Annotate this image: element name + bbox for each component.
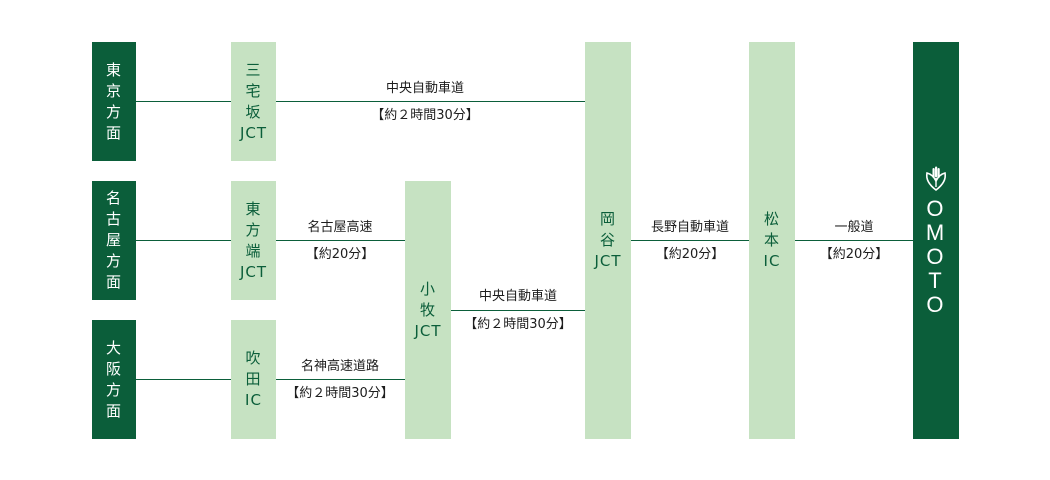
origin-tokyo-label: 東 京 方 面 <box>105 60 122 142</box>
origin-osaka: 大 阪 方 面 <box>92 320 136 439</box>
origin-tokyo: 東 京 方 面 <box>92 42 136 161</box>
route-road-osaka-komaki: 名神高速道路 <box>300 359 380 374</box>
route-road-matsumoto-omoto: 一般道 <box>834 220 874 235</box>
route-road-okaya-matsumoto: 長野自動車道 <box>650 220 730 235</box>
route-time-komaki-okaya: 【約２時間30分】 <box>464 317 572 332</box>
junction-okaya-label: 岡 谷 JCT <box>594 210 622 270</box>
route-time-nagoya-komaki: 【約20分】 <box>305 247 375 262</box>
destination-omoto-label: O M O T O <box>925 195 947 317</box>
route-road-nagoya-komaki: 名古屋高速 <box>307 220 373 235</box>
route-time-okaya-matsumoto: 【約20分】 <box>655 247 725 262</box>
junction-higashikatabata-label: 東 方 端 JCT <box>239 199 268 281</box>
junction-misakazaka-label: 三 宅 坂 JCT <box>239 60 268 142</box>
origin-osaka-label: 大 阪 方 面 <box>105 338 122 420</box>
route-time-matsumoto-omoto: 【約20分】 <box>819 247 889 262</box>
route-line-tokyo-okaya <box>136 101 586 102</box>
junction-komaki-label: 小 牧 JCT <box>414 279 442 340</box>
origin-nagoya: 名 古 屋 方 面 <box>92 181 136 300</box>
route-time-tokyo-okaya: 【約２時間30分】 <box>371 108 479 123</box>
junction-okaya: 岡 谷 JCT <box>585 42 631 439</box>
route-line-komaki-okaya <box>450 310 586 311</box>
junction-suita: 吹 田 IC <box>231 320 276 439</box>
junction-matsumoto: 松 本 IC <box>749 42 795 439</box>
origin-nagoya-label: 名 古 屋 方 面 <box>105 189 122 291</box>
route-road-tokyo-okaya: 中央自動車道 <box>385 81 465 96</box>
omoto-leaf-logo-icon <box>925 166 947 191</box>
junction-misakazaka: 三 宅 坂 JCT <box>231 42 276 161</box>
junction-komaki: 小 牧 JCT <box>405 181 451 439</box>
junction-suita-label: 吹 田 IC <box>245 349 262 409</box>
route-time-osaka-komaki: 【約２時間30分】 <box>286 386 394 401</box>
destination-omoto: O M O T O <box>913 42 959 439</box>
junction-matsumoto-label: 松 本 IC <box>763 210 781 270</box>
junction-higashikatabata: 東 方 端 JCT <box>231 181 276 300</box>
route-road-komaki-okaya: 中央自動車道 <box>478 289 558 304</box>
